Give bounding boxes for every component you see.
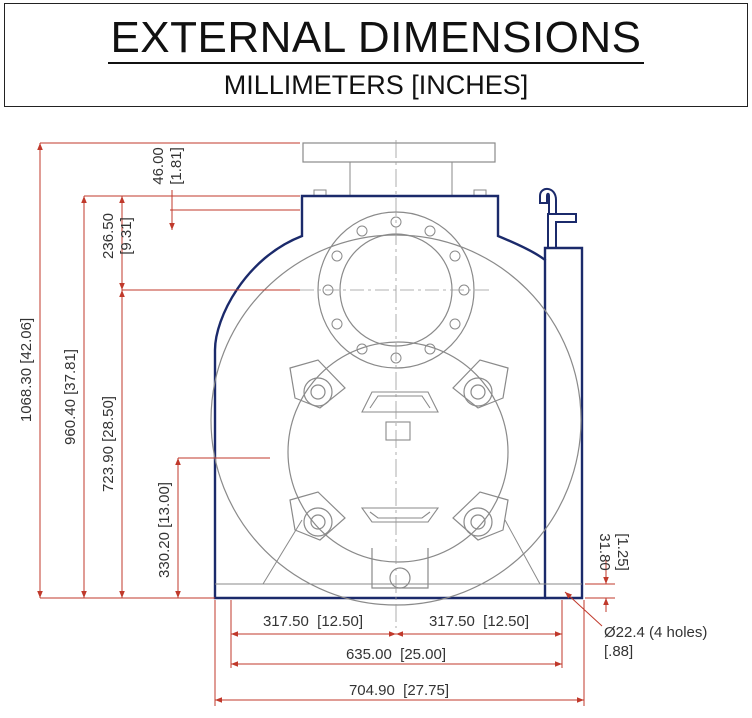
drawing-units: MILLIMETERS [INCHES]	[223, 70, 529, 100]
pump-body	[210, 140, 584, 628]
label-base-thickness-mm: 31.80	[596, 533, 613, 571]
label-top-flange-in: [1.81]	[168, 147, 185, 185]
base-foot	[504, 519, 541, 585]
label-overall-height: 1068.30 [42.06]	[18, 318, 35, 422]
label-holes-callout-in: [.88]	[604, 643, 633, 660]
label-top-flange-mm: 46.00	[150, 147, 167, 185]
label-lower-height: 330.20 [13.00]	[156, 482, 173, 578]
casing-outline	[213, 194, 547, 600]
discharge-flange	[302, 142, 496, 163]
label-holes-callout: Ø22.4 (4 holes)	[604, 624, 707, 641]
label-center-height: 723.90 [28.50]	[100, 396, 117, 492]
label-base-thickness-in: [1.25]	[614, 533, 631, 571]
title-box: EXTERNAL DIMENSIONS MILLIMETERS [INCHES]	[4, 3, 748, 107]
drawing-title: EXTERNAL DIMENSIONS	[108, 13, 644, 64]
dimension-lines	[37, 142, 615, 706]
label-overall-width: 704.90 [27.75]	[349, 682, 449, 699]
base-foot	[262, 519, 303, 585]
label-half-left: 317.50 [12.50]	[263, 613, 363, 630]
label-upper-offset-mm: 236.50	[100, 213, 117, 259]
holes-leader	[564, 591, 603, 627]
label-inlet-height: 960.40 [37.81]	[62, 349, 79, 445]
side-bracket	[543, 246, 584, 600]
mounting-lugs	[289, 359, 509, 541]
lifting-hook	[539, 188, 577, 248]
label-hole-spacing: 635.00 [25.00]	[346, 646, 446, 663]
label-upper-offset-in: [9.31]	[118, 217, 135, 255]
drain-plug	[389, 567, 411, 589]
cover-details	[360, 391, 440, 523]
label-half-right: 317.50 [12.50]	[429, 613, 529, 630]
volute-inner	[287, 341, 509, 563]
